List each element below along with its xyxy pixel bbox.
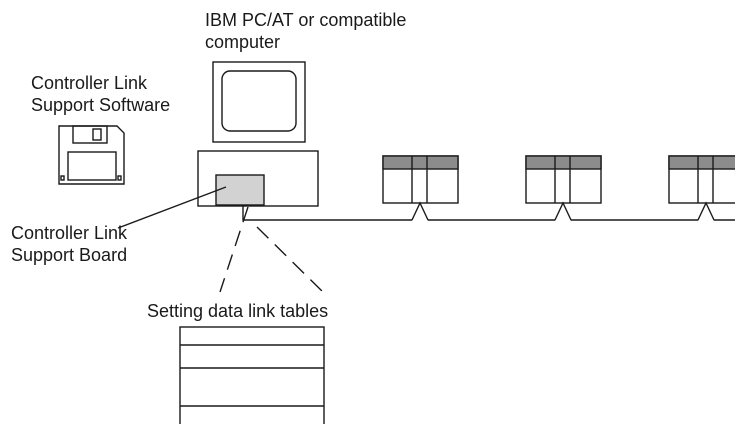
board-label-line2: Support Board — [11, 245, 128, 265]
floppy-disk-icon — [58, 125, 125, 185]
tables-caption: Setting data link tables — [147, 301, 329, 321]
board-label-line1: Controller Link — [11, 223, 128, 243]
data-link-table — [179, 326, 325, 424]
software-label-line2: Support Software — [31, 95, 171, 115]
software-label-line1: Controller Link — [31, 73, 148, 93]
board-leader-line — [117, 186, 227, 229]
plc-node — [525, 155, 602, 221]
callout-line-left — [219, 206, 249, 293]
support-board — [215, 174, 265, 206]
computer-label-line2: computer — [205, 32, 281, 52]
computer-base-unit — [197, 150, 319, 207]
computer-label-line1: IBM PC/AT or compatible — [205, 10, 407, 30]
plc-node — [382, 155, 459, 221]
network-cable — [242, 205, 735, 221]
callout-line-right — [256, 226, 328, 297]
monitor-icon — [212, 61, 306, 143]
plc-node — [668, 155, 735, 221]
